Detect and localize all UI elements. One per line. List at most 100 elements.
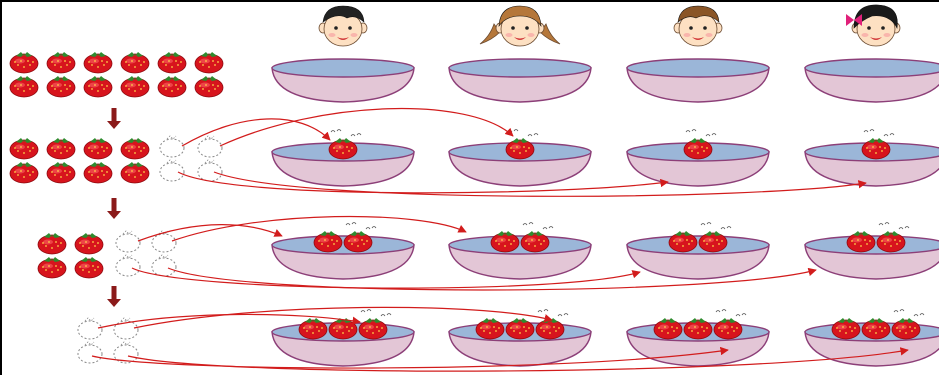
transfer-arrow-s1-d	[213, 171, 867, 197]
transfer-arrow-s1-c	[177, 171, 669, 194]
sparkle-mark	[350, 133, 362, 137]
bowl-girl1-stage-1	[448, 129, 592, 187]
strawberry-icon	[831, 318, 861, 340]
strawberry-icon	[46, 76, 76, 98]
sparkle-mark	[542, 226, 554, 230]
pile-stage-3	[77, 317, 139, 364]
sparkle-mark	[893, 309, 905, 313]
empty-dashed-circle-icon	[113, 341, 139, 364]
strawberry-icon	[505, 138, 535, 160]
empty-dashed-circle-icon	[115, 230, 141, 253]
bowl-icon	[448, 58, 592, 103]
stage-row-2	[271, 222, 939, 280]
sparkle-mark	[700, 222, 712, 226]
strawberry-icon	[46, 52, 76, 74]
down-arrow-icon	[107, 198, 121, 219]
girl-pigtails-face-icon	[479, 5, 561, 47]
strawberry-icon	[861, 138, 891, 160]
strawberry-icon	[9, 76, 39, 98]
sparkle-mark	[685, 129, 697, 133]
empty-dashed-circle-icon	[77, 341, 103, 364]
bowl-boy1-stage-2	[271, 222, 415, 280]
bowl-boy1-stage-0	[271, 58, 415, 103]
transfer-arrow-s3-a	[97, 313, 361, 329]
empty-dashed-circle-icon	[77, 317, 103, 340]
strawberry-icon	[83, 52, 113, 74]
transfer-arrow-s1-b	[219, 107, 514, 147]
bowl-boy2-stage-3	[626, 309, 770, 367]
sparkle-mark	[522, 222, 534, 226]
bowl-icon	[626, 58, 770, 103]
sparkle-mark	[883, 133, 895, 137]
strawberry-icon	[683, 318, 713, 340]
empty-dashed-circle-icon	[159, 135, 185, 158]
strawberry-icon	[194, 76, 224, 98]
bowl-boy2-stage-1	[626, 129, 770, 187]
sparkle-mark	[345, 222, 357, 226]
sparkle-mark	[330, 129, 342, 133]
strawberry-icon	[157, 76, 187, 98]
stage-row-3	[271, 309, 939, 367]
pile-stage-0	[9, 52, 224, 98]
strawberry-icon	[475, 318, 505, 340]
bowl-girl2-stage-0	[804, 58, 939, 103]
sparkle-mark	[557, 313, 569, 317]
bowl-girl2-stage-2	[804, 222, 939, 280]
bowl-girl2-stage-1	[804, 129, 939, 187]
strawberry-icon	[505, 318, 535, 340]
strawberry-icon	[46, 162, 76, 184]
transfer-arrow-s1-a	[181, 118, 331, 147]
sparkle-mark	[720, 226, 732, 230]
strawberry-icon	[83, 162, 113, 184]
sparkle-mark	[735, 313, 747, 317]
empty-dashed-circle-icon	[151, 254, 177, 277]
strawberry-icon	[9, 52, 39, 74]
strawberry-icon	[9, 162, 39, 184]
bowl-girl1-stage-0	[448, 58, 592, 103]
transfer-arrow-s2-a	[137, 224, 283, 242]
strawberry-icon	[83, 138, 113, 160]
transfer-arrow-s2-b	[171, 215, 467, 242]
bowl-icon	[271, 58, 415, 103]
sparkle-mark	[863, 129, 875, 133]
strawberry-icon	[535, 318, 565, 340]
transfer-arrow-s2-d	[167, 267, 817, 291]
pile-stage-2	[37, 230, 177, 279]
strawberry-icon	[713, 318, 743, 340]
strawberry-icon	[313, 231, 343, 253]
bowl-girl1-stage-3	[448, 309, 592, 367]
sparkle-mark	[527, 133, 539, 137]
strawberry-icon	[861, 318, 891, 340]
frame-left-border	[0, 0, 2, 375]
sparkle-mark	[715, 309, 727, 313]
bowl-icon	[626, 235, 770, 280]
down-arrow-icon	[107, 286, 121, 307]
transfer-arrow-s3-c	[91, 346, 729, 369]
sparkle-mark	[380, 313, 392, 317]
transfer-arrow-s3-b	[133, 306, 553, 329]
boy-face-icon	[673, 5, 723, 47]
strawberry-icon	[520, 231, 550, 253]
empty-dashed-circle-icon	[113, 317, 139, 340]
pile-stage-1	[9, 135, 223, 184]
sparkle-mark	[878, 222, 890, 226]
sparkle-mark	[705, 133, 717, 137]
strawberry-icon	[358, 318, 388, 340]
strawberry-icon	[194, 52, 224, 74]
strawberry-icon	[328, 138, 358, 160]
bowl-girl2-stage-3	[804, 309, 939, 367]
strawberry-icon	[120, 52, 150, 74]
strawberry-icon	[37, 233, 67, 255]
sparkle-mark	[913, 313, 925, 317]
strawberry-icon	[846, 231, 876, 253]
sparkle-mark	[898, 226, 910, 230]
strawberry-icon	[74, 257, 104, 279]
sparkle-mark	[507, 129, 519, 133]
bowl-boy1-stage-3	[271, 309, 415, 367]
empty-dashed-circle-icon	[115, 254, 141, 277]
sparkle-mark	[537, 309, 549, 313]
empty-dashed-circle-icon	[197, 135, 223, 158]
sparkle-mark	[360, 309, 372, 313]
